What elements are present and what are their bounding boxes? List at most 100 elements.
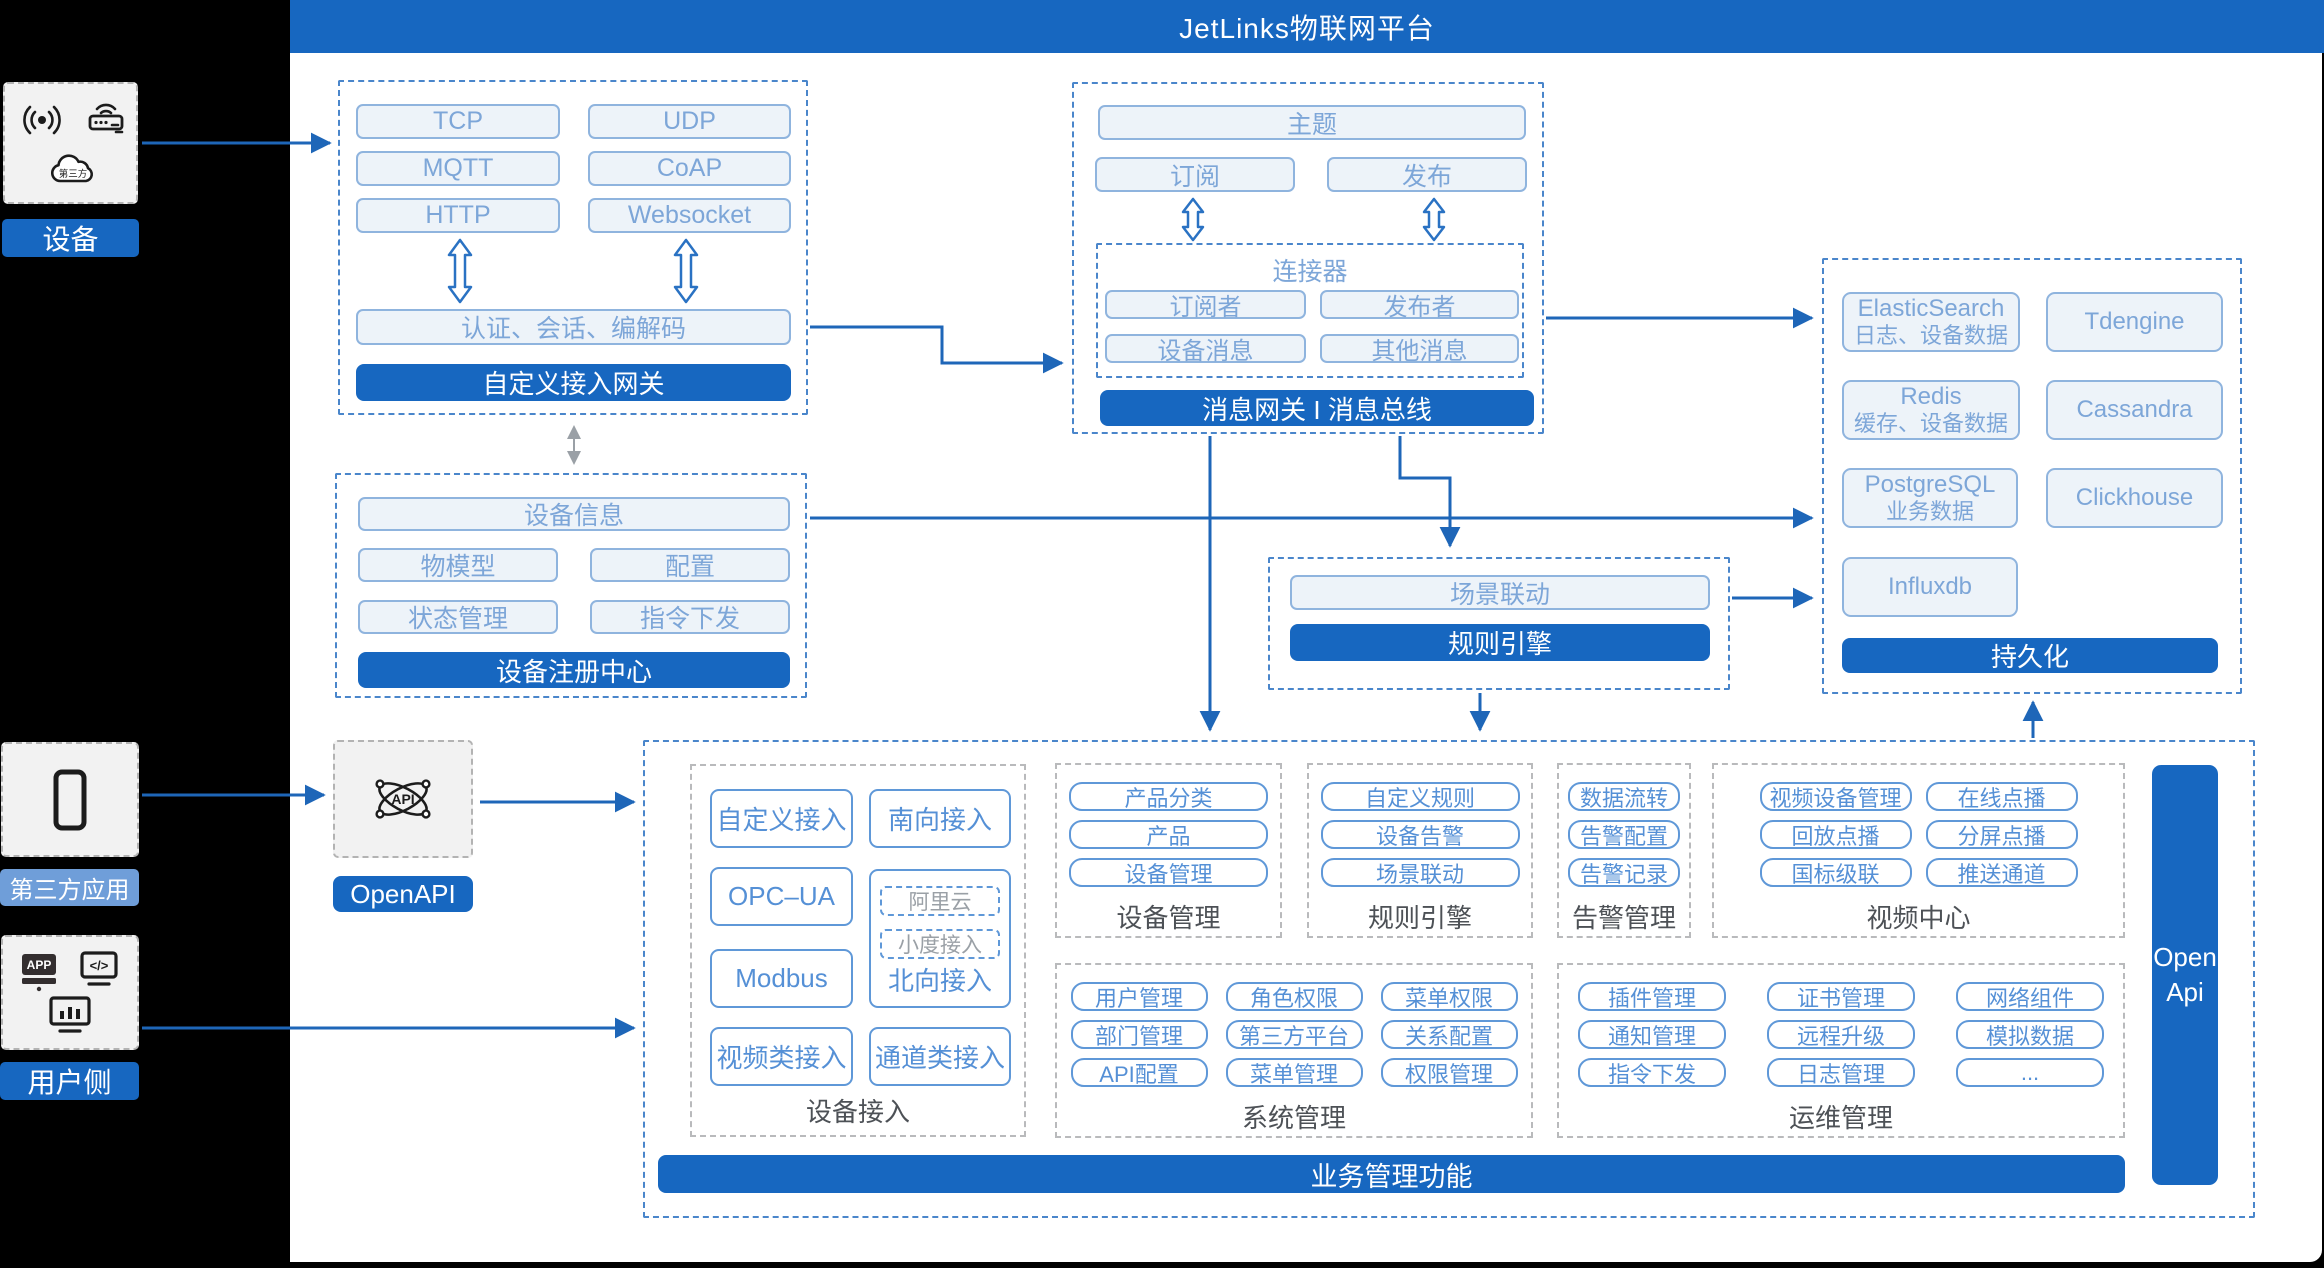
broadcast-icon [23,105,61,135]
device-access-label: 设备接入 [805,1097,910,1127]
relation-config-box: 关系配置 [1380,1020,1518,1049]
plugin-mgmt-box: 插件管理 [1578,982,1726,1011]
device-icon-group: 第三方 [3,82,138,204]
menu-mgmt-box: 菜单管理 [1225,1058,1363,1087]
redis-box: Redis 缓存、设备数据 [1842,380,2020,440]
system-mgmt-section: 用户管理 角色权限 菜单权限 部门管理 第三方平台 关系配置 API配置 菜单管… [1055,963,1533,1138]
log-mgmt-box: 日志管理 [1767,1058,1915,1087]
aliyun-box: 阿里云 [880,886,1000,916]
device-registry-group [335,473,807,698]
notify-mgmt-box: 通知管理 [1578,1020,1726,1049]
open-api-line: Api [2166,977,2204,1007]
video-center-label: 视频中心 [1866,902,1971,933]
push-channel-box: 推送通道 [1925,858,2078,887]
codec-box: 认证、会话、编解码 [356,309,791,345]
cert-mgmt-box: 证书管理 [1767,982,1915,1011]
db-sub: 业务数据 [1885,499,1974,525]
remote-upgrade-box: 远程升级 [1767,1020,1915,1049]
other-message-box: 其他消息 [1320,334,1519,365]
scene-linkage-box: 场景联动 [1290,575,1710,610]
rule-engine-section: 自定义规则 设备告警 场景联动 规则引擎 [1307,763,1533,938]
custom-rule-box: 自定义规则 [1320,782,1520,811]
alarm-record-box: 告警记录 [1568,858,1680,887]
gb-cascade-box: 国标级联 [1759,858,1912,887]
custom-gateway-bar: 自定义接入网关 [356,364,791,401]
command-box: 指令下发 [590,600,790,634]
persistence-group [1822,258,2242,694]
custom-access-box: 自定义接入 [710,789,853,848]
opc-ua-box: OPC–UA [710,867,853,926]
system-mgmt-label: 系统管理 [1241,1102,1346,1133]
api-config-box: API配置 [1070,1058,1208,1087]
db-title: Influxdb [1887,572,1973,600]
open-api-line: Open [2153,942,2217,972]
device-alarm-box: 设备告警 [1320,820,1520,849]
postgresql-box: PostgreSQL 业务数据 [1842,468,2018,528]
protocol-box-coap: CoAP [588,151,791,186]
rule-engine-bar: 规则引擎 [1290,624,1710,661]
config-box: 配置 [590,548,790,582]
third-party-icon-group [1,742,139,857]
router-icon [88,103,124,134]
db-title: ElasticSearch [1857,294,2005,322]
protocol-box-udp: UDP [588,104,791,139]
db-title: Cassandra [2076,395,2193,423]
device-message-box: 设备消息 [1105,334,1306,365]
role-permission-box: 角色权限 [1225,982,1363,1011]
xiaodu-box: 小度接入 [880,929,1000,959]
db-title: Clickhouse [2075,483,2194,511]
app-icon: APP [22,954,56,992]
business-panel-group [643,740,2255,1218]
openapi-icon-group: API [333,740,473,858]
online-play-box: 在线点播 [1925,782,2078,811]
more-box: ... [1956,1058,2104,1087]
rule-engine-group [1268,557,1730,690]
product-box: 产品 [1069,820,1268,849]
permission-mgmt-box: 权限管理 [1380,1058,1518,1087]
code-icon-text: </> [90,958,109,973]
publisher-box: 发布者 [1320,290,1519,321]
topic-box: 主题 [1098,105,1526,140]
ops-mgmt-section: 插件管理 证书管理 网络组件 通知管理 远程升级 模拟数据 指令下发 日志管理 … [1557,963,2125,1138]
device-mgmt-section: 产品分类 产品 设备管理 设备管理 [1055,763,1282,938]
user-side-icon-group: APP </> [1,935,139,1050]
message-gateway-bar: 消息网关 I 消息总线 [1100,390,1534,426]
third-party-cloud-icon: 第三方 [50,154,93,183]
cloud-text: 第三方 [59,168,88,180]
monitor-chart-icon [49,996,91,1033]
protocol-box-websocket: Websocket [588,198,791,233]
alarm-config-box: 告警配置 [1568,820,1680,849]
tdengine-box: Tdengine [2046,292,2223,352]
ops-mgmt-label: 运维管理 [1788,1102,1893,1133]
data-flow-box: 数据流转 [1568,782,1680,811]
device-mgmt-box: 设备管理 [1069,858,1268,887]
northbound-label: 北向接入 [887,966,992,996]
playback-box: 回放点播 [1759,820,1912,849]
device-info-box: 设备信息 [358,497,790,531]
db-title: Tdengine [2084,307,2185,335]
modbus-box: Modbus [710,949,853,1008]
db-title: PostgreSQL [1864,470,1996,498]
openapi-label: OpenAPI [333,876,473,912]
device-mgmt-label: 设备管理 [1116,902,1221,933]
user-side-label: 用户侧 [0,1062,139,1100]
video-access-box: 视频类接入 [710,1027,853,1086]
device-registry-bar: 设备注册中心 [358,652,790,688]
clickhouse-box: Clickhouse [2046,468,2223,528]
device-access-section: 自定义接入 南向接入 OPC–UA 阿里云 小度接入 北向接入 Modbus 视… [690,764,1026,1137]
command-issue-box: 指令下发 [1578,1058,1726,1087]
user-mgmt-box: 用户管理 [1070,982,1208,1011]
dept-mgmt-box: 部门管理 [1070,1020,1208,1049]
video-device-mgmt-box: 视频设备管理 [1759,782,1912,811]
third-party-platform-box: 第三方平台 [1225,1020,1363,1049]
api-icon: API [375,779,431,819]
custom-gateway-group [338,80,808,415]
video-center-section: 视频设备管理 在线点播 回放点播 分屏点播 国标级联 推送通道 视频中心 [1712,763,2125,938]
persistence-bar: 持久化 [1842,638,2218,673]
business-footer-bar: 业务管理功能 [658,1155,2125,1193]
mock-data-box: 模拟数据 [1956,1020,2104,1049]
alarm-mgmt-label: 告警管理 [1571,902,1676,933]
subscriber-box: 订阅者 [1105,290,1306,321]
cassandra-box: Cassandra [2046,380,2223,440]
